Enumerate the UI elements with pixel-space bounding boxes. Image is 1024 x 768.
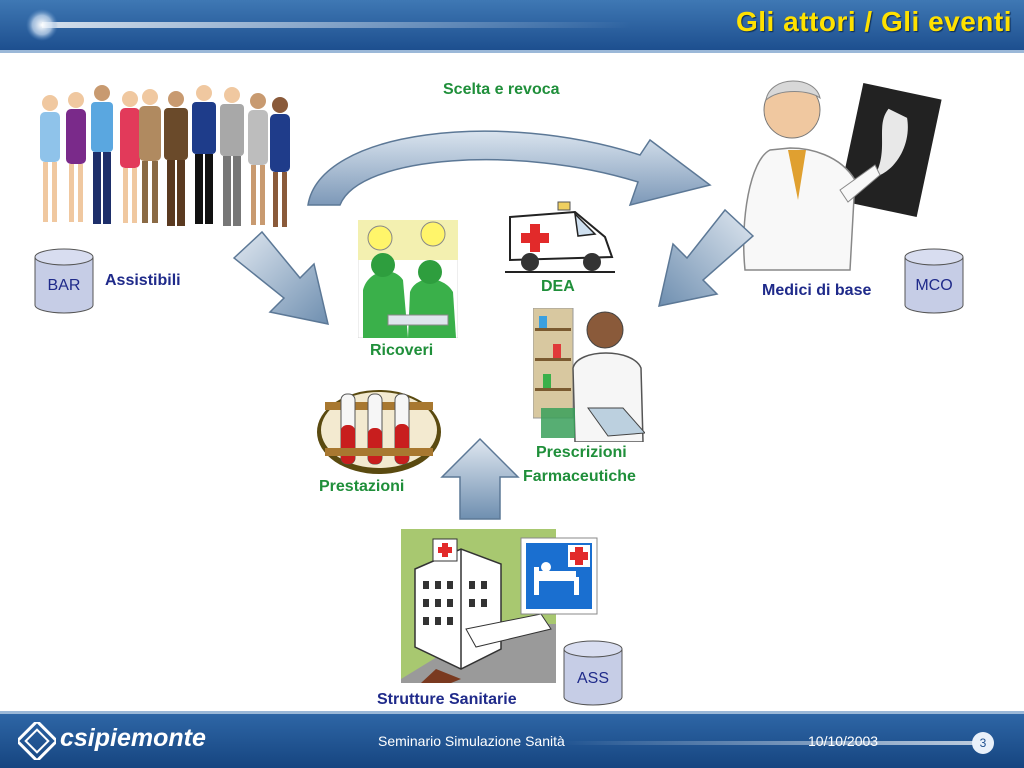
strutture-sanitarie-label: Strutture Sanitarie [377, 691, 517, 708]
choice-revoke-arc-arrow [307, 130, 712, 207]
footer-seminar-text: Seminario Simulazione Sanità [378, 733, 565, 749]
hospital-bed-icon [520, 537, 598, 615]
csi-logo-icon [18, 722, 56, 760]
medici-to-events-arrow [658, 208, 755, 307]
bar-database-label: BAR [47, 277, 81, 294]
bar-database-cylinder [34, 248, 94, 314]
csipiemonte-logo-text: csipiemonte [60, 724, 206, 752]
ricoveri-label: Ricoveri [370, 342, 434, 359]
header-glow-decoration [26, 9, 632, 41]
header-divider [0, 50, 1024, 53]
page-number: 3 [972, 732, 994, 754]
dea-label: DEA [541, 278, 575, 295]
strutture-to-events-arrow [440, 437, 520, 520]
assistibili-to-events-arrow [232, 230, 329, 325]
prestazioni-label: Prestazioni [319, 478, 405, 495]
slide-title: Gli attori / Gli eventi [736, 6, 1012, 37]
prescrizioni-pharmacist-clipart [533, 308, 645, 442]
prescrizioni-label-line1: Prescrizioni [536, 444, 627, 461]
ass-database-cylinder [563, 640, 623, 706]
mco-database-label: MCO [915, 277, 953, 294]
arc-label: Scelta e revoca [443, 81, 560, 98]
assistibili-label: Assistibili [105, 272, 181, 289]
footer-streak-decoration [560, 741, 980, 745]
footer-divider [0, 711, 1024, 714]
ricoveri-surgery-clipart [358, 220, 458, 338]
prescrizioni-label-line2: Farmaceutiche [523, 468, 636, 485]
prestazioni-test-tubes-clipart [317, 390, 441, 474]
assistibili-people-clipart [40, 85, 290, 227]
mco-database-cylinder [904, 248, 964, 314]
medici-di-base-label: Medici di base [762, 282, 872, 299]
ass-database-label: ASS [576, 670, 609, 687]
footer-date: 10/10/2003 [808, 733, 879, 749]
doctor-xray-clipart [742, 80, 942, 271]
dea-ambulance-clipart [505, 201, 615, 273]
